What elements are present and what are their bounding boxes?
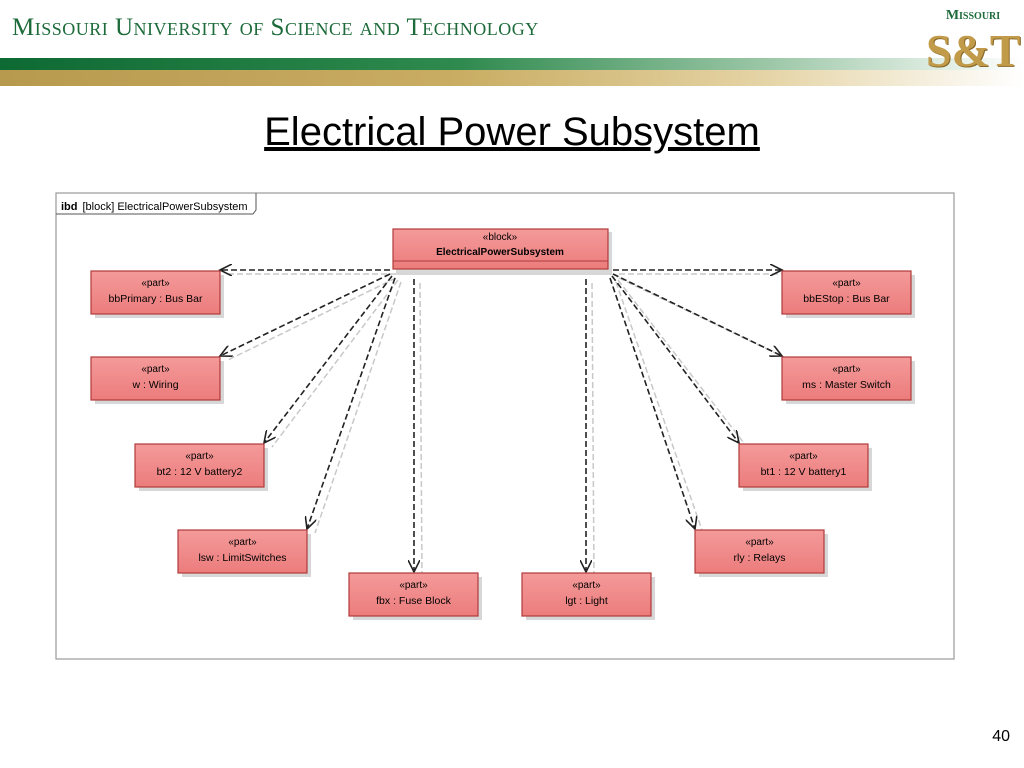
part-name: fbx : Fuse Block bbox=[376, 595, 451, 607]
part-box bbox=[781, 270, 912, 315]
slide-title: Electrical Power Subsystem bbox=[264, 110, 760, 154]
university-logo: Missouri S&T bbox=[926, 6, 1021, 84]
connector-shadow-bt1 bbox=[617, 279, 748, 448]
connector-bt2 bbox=[264, 275, 393, 443]
part-stereotype: «part» bbox=[141, 364, 170, 375]
block-stereotype: «block» bbox=[483, 232, 518, 243]
part-name: bbEStop : Bus Bar bbox=[803, 293, 890, 305]
part-rly[interactable]: «part» rly : Relays bbox=[694, 529, 828, 577]
part-bbPrimary[interactable]: «part» bbPrimary : Bus Bar bbox=[90, 270, 224, 318]
connector-shadow-bt2 bbox=[271, 279, 399, 448]
part-box bbox=[738, 443, 869, 488]
part-box bbox=[694, 529, 825, 574]
part-lgt[interactable]: «part» lgt : Light bbox=[521, 572, 655, 620]
connector-shadow-fbx bbox=[419, 282, 423, 577]
part-name: w : Wiring bbox=[131, 379, 178, 391]
connector-shadow-lgt bbox=[591, 282, 595, 577]
part-stereotype: «part» bbox=[185, 451, 214, 462]
part-box bbox=[348, 572, 479, 617]
part-name: bt1 : 12 V battery1 bbox=[761, 466, 847, 478]
part-name: lsw : LimitSwitches bbox=[198, 552, 286, 564]
part-stereotype: «part» bbox=[572, 580, 601, 591]
frame-label-text: [block] ElectricalPowerSubsystem bbox=[83, 201, 248, 213]
block-name: ElectricalPowerSubsystem bbox=[436, 247, 564, 258]
part-box bbox=[781, 356, 912, 401]
part-fbx[interactable]: «part» fbx : Fuse Block bbox=[348, 572, 482, 620]
connector-shadow-lsw bbox=[314, 281, 402, 534]
block-box bbox=[392, 228, 609, 270]
part-bbEStop[interactable]: «part» bbEStop : Bus Bar bbox=[781, 270, 915, 318]
part-ms[interactable]: «part» ms : Master Switch bbox=[781, 356, 915, 404]
part-box bbox=[521, 572, 652, 617]
connector-rly bbox=[609, 277, 695, 529]
part-box bbox=[134, 443, 265, 488]
part-lsw[interactable]: «part» lsw : LimitSwitches bbox=[177, 529, 311, 577]
part-stereotype: «part» bbox=[789, 451, 818, 462]
frame-label-tab bbox=[56, 193, 257, 215]
part-box bbox=[177, 529, 308, 574]
part-stereotype: «part» bbox=[399, 580, 428, 591]
connector-shadow-rly bbox=[615, 281, 704, 534]
header-banner: Missouri University of Science and Techn… bbox=[0, 0, 1024, 88]
connector-shadow-w bbox=[227, 277, 397, 361]
part-w[interactable]: «part» w : Wiring bbox=[90, 356, 224, 404]
frame-label: ibd [block] ElectricalPowerSubsystem bbox=[61, 201, 248, 213]
part-box bbox=[90, 356, 221, 401]
header-gold-stripe bbox=[0, 70, 1024, 86]
part-name: bt2 : 12 V battery2 bbox=[157, 466, 243, 478]
connector-w bbox=[220, 273, 391, 356]
university-name: Missouri University of Science and Techn… bbox=[12, 14, 539, 41]
logo-mark: S&T bbox=[926, 25, 1021, 76]
part-name: bbPrimary : Bus Bar bbox=[109, 293, 203, 305]
part-name: lgt : Light bbox=[565, 595, 608, 607]
connector-bt1 bbox=[611, 275, 739, 443]
connector-ms bbox=[612, 273, 782, 356]
header-green-stripe bbox=[0, 58, 1024, 70]
part-bt2[interactable]: «part» bt2 : 12 V battery2 bbox=[134, 443, 268, 491]
part-stereotype: «part» bbox=[141, 278, 170, 289]
parts-layer: «part» bbPrimary : Bus Bar «part» w : Wirin… bbox=[90, 270, 915, 620]
logo-top-text: Missouri bbox=[945, 8, 1001, 23]
connector-layer bbox=[220, 270, 791, 577]
part-stereotype: «part» bbox=[832, 364, 861, 375]
connector-lsw bbox=[307, 277, 396, 529]
part-bt1[interactable]: «part» bt1 : 12 V battery1 bbox=[738, 443, 872, 491]
page-number: 40 bbox=[992, 728, 1010, 745]
part-stereotype: «part» bbox=[745, 537, 774, 548]
part-box bbox=[90, 270, 221, 315]
part-stereotype: «part» bbox=[228, 537, 257, 548]
part-name: ms : Master Switch bbox=[802, 379, 891, 391]
block-electricalpowersubsystem[interactable]: «block» ElectricalPowerSubsystem bbox=[392, 228, 612, 275]
frame-label-kind: ibd bbox=[61, 201, 78, 213]
part-stereotype: «part» bbox=[832, 278, 861, 289]
part-name: rly : Relays bbox=[734, 552, 786, 564]
